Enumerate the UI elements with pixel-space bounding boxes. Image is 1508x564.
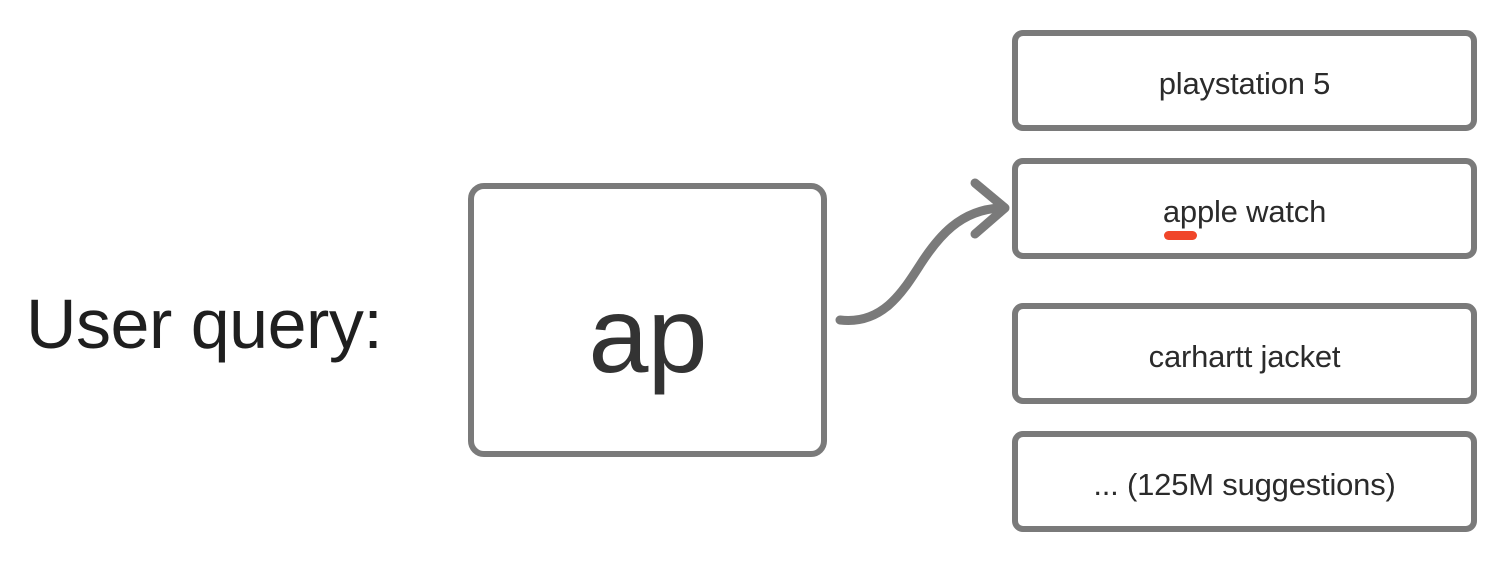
suggestion-label: playstation 5 <box>1018 66 1471 102</box>
suggestion-item-apple-watch[interactable]: apple watch <box>1012 158 1477 259</box>
suggestion-item-carhartt-jacket[interactable]: carhartt jacket <box>1012 303 1477 404</box>
suggestion-text-rest: playstation 5 <box>1158 66 1331 101</box>
suggestion-text-rest: ... (125M suggestions) <box>1093 467 1396 502</box>
suggestion-item-playstation-5[interactable]: playstation 5 <box>1012 30 1477 131</box>
suggestion-item-more-suggestions[interactable]: ... (125M suggestions) <box>1012 431 1477 532</box>
suggestion-label: apple watch <box>1018 194 1471 240</box>
suggestion-text-rest: carhartt jacket <box>1148 339 1341 374</box>
suggestion-label: carhartt jacket <box>1018 339 1471 375</box>
query-input-value: ap <box>588 274 707 395</box>
query-input-box[interactable]: ap <box>468 183 827 457</box>
suggestion-matched-prefix: ap <box>1162 194 1197 240</box>
suggestion-label: ... (125M suggestions) <box>1018 467 1471 503</box>
user-query-label: User query: <box>26 285 383 363</box>
curved-arrow-icon <box>835 178 1010 325</box>
suggestion-text-rest: ple watch <box>1196 194 1327 229</box>
